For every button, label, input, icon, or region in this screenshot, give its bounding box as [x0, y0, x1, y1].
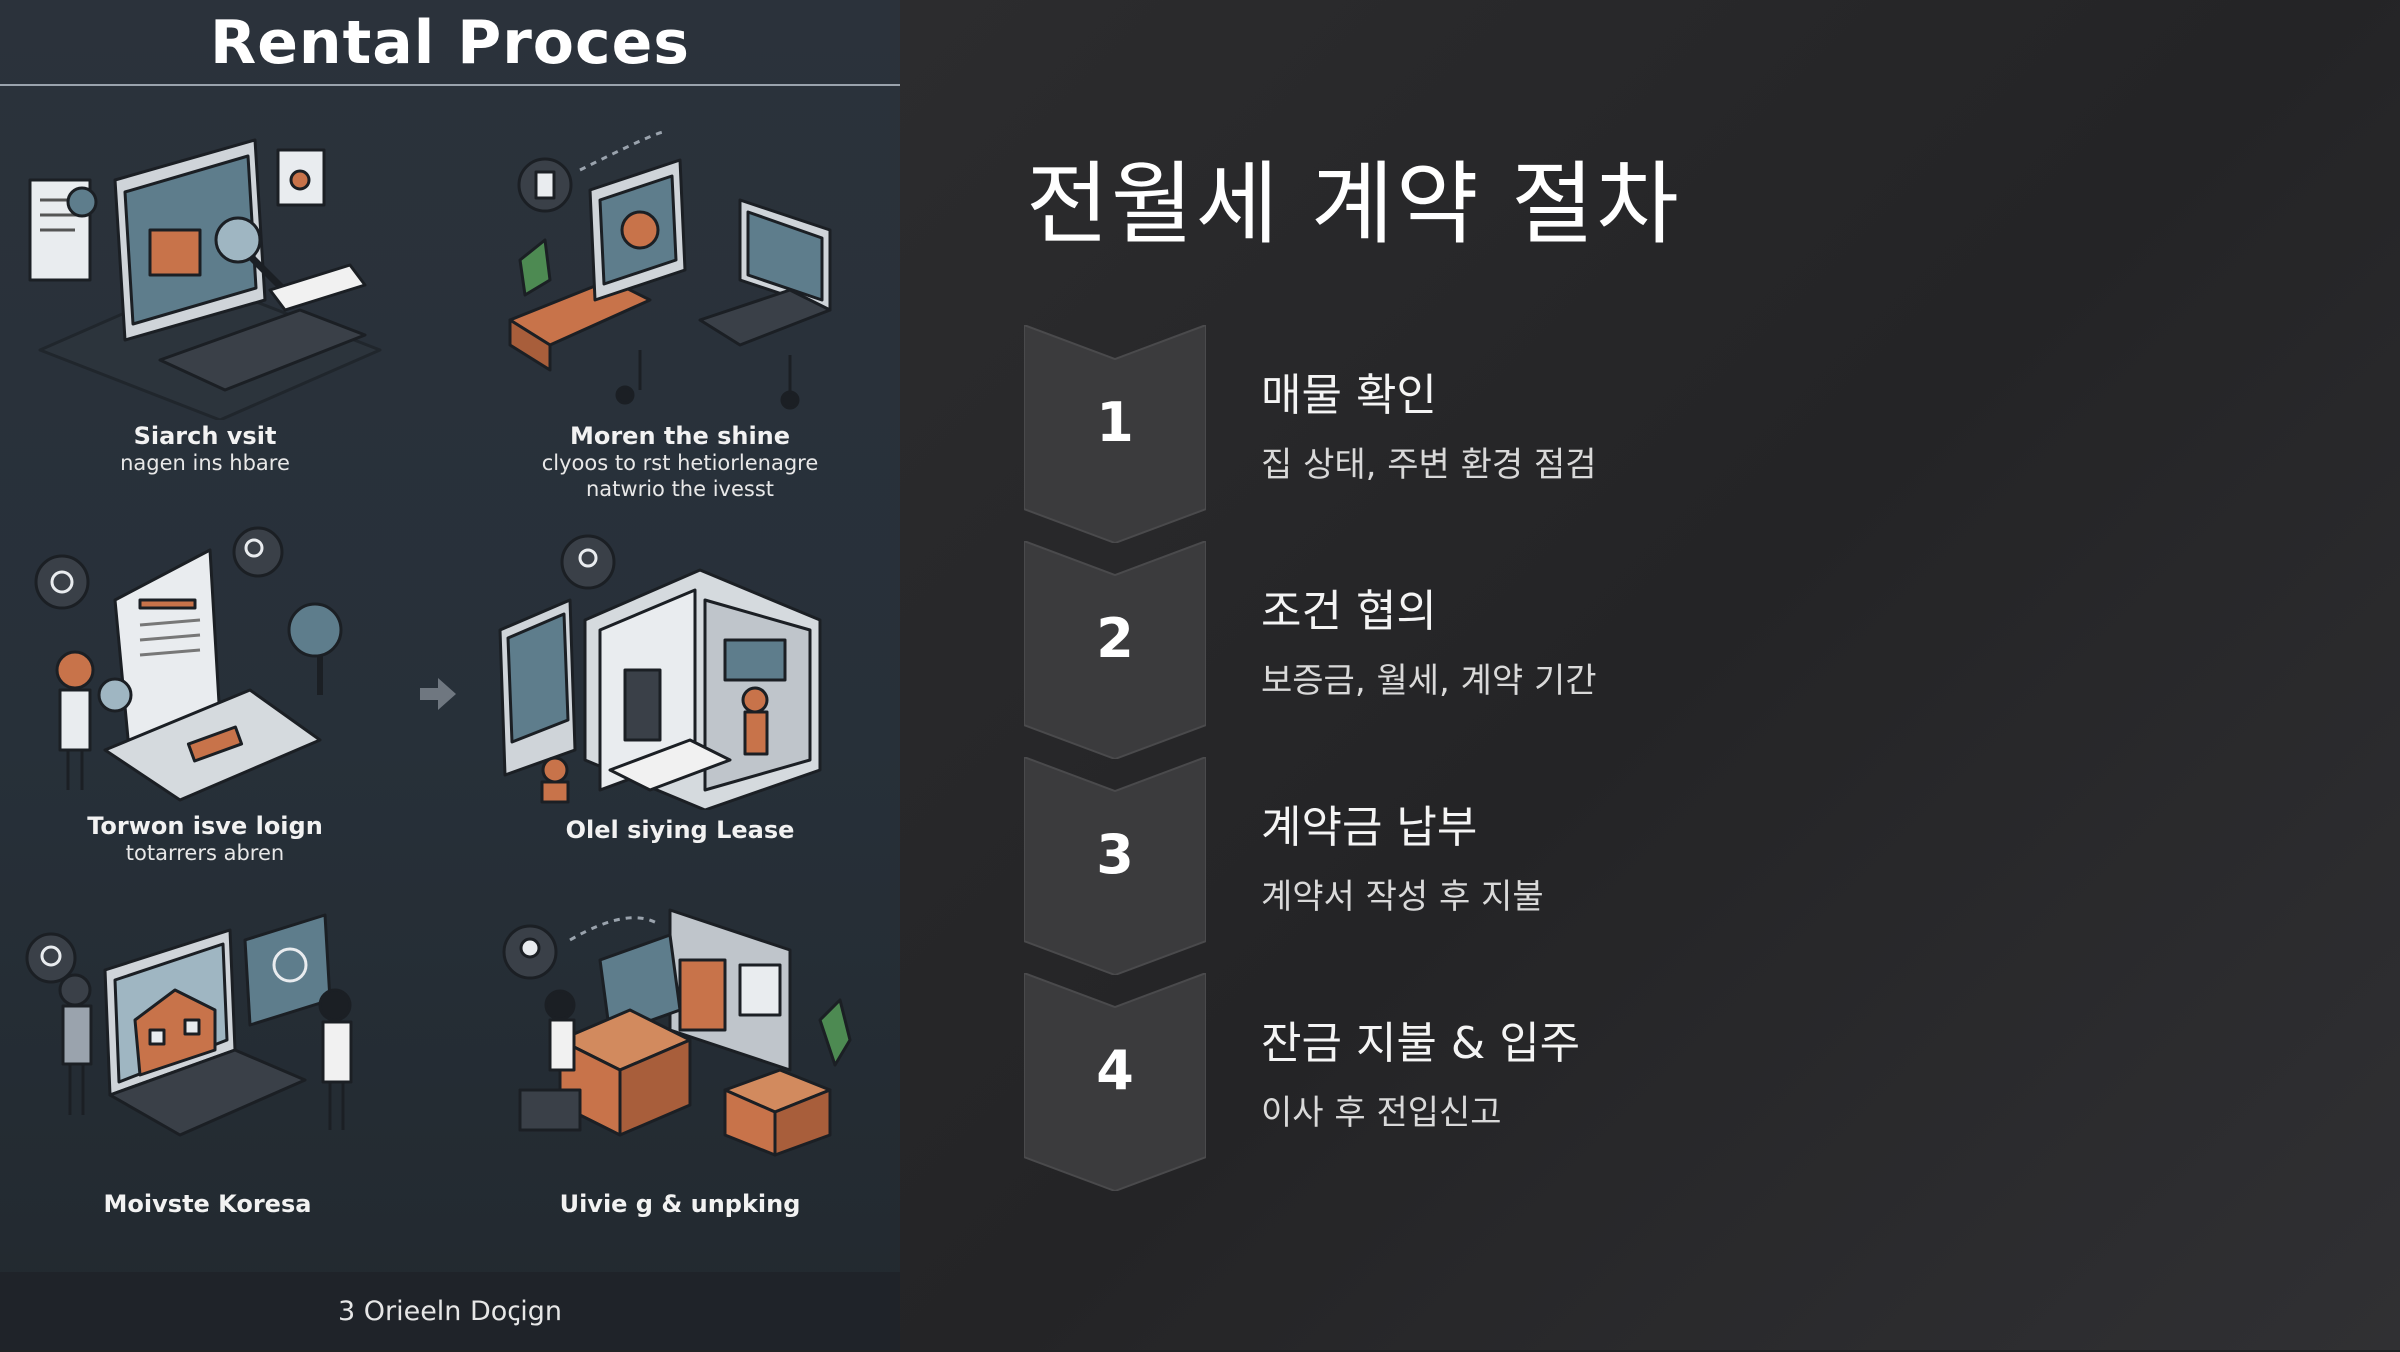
- scene-2-caption: Moren the shine clyoos to rst hetiorlena…: [500, 422, 860, 502]
- scene-3-title: Torwon isve loign: [87, 812, 323, 840]
- step-4-description: 이사 후 전입신고: [1261, 1093, 1502, 1133]
- scene-2-title: Moren the shine: [569, 422, 791, 450]
- infographic-panel: Rental Proces Siarch vsit nagen ins hbar…: [0, 0, 900, 1350]
- scene-1-subtitle: nagen ins hbare: [120, 451, 290, 475]
- house-viewing-illustration: [25, 913, 353, 1137]
- step-1-chevron: [1024, 325, 1206, 543]
- step-1-description: 집 상태, 주변 환경 점검: [1261, 445, 1597, 485]
- step-3: 3 계약금 납부 계약서 작성 후 지불: [1024, 757, 1924, 977]
- scene-4-caption: Olel siying Lease: [500, 816, 860, 844]
- scene-2-subtitle-line1: clyoos to rst hetiorlenagre: [541, 451, 819, 475]
- step-3-title: 계약금 납부: [1261, 802, 1478, 853]
- scene-1-title: Siarch vsit: [133, 422, 277, 450]
- step-2: 2 조건 협의 보증금, 월세, 계약 기간: [1024, 541, 1924, 761]
- search-computer-illustration: [28, 138, 382, 420]
- right-arrow-icon: [420, 678, 456, 710]
- step-1: 1 매물 확인 집 상태, 주변 환경 점검: [1024, 325, 1924, 545]
- scene-1-caption: Siarch vsit nagen ins hbare: [40, 422, 370, 476]
- scene-2-subtitle-line2: natwrio the ivesst: [585, 477, 774, 501]
- step-3-chevron: [1024, 757, 1206, 975]
- step-1-number: 1: [1096, 391, 1134, 454]
- step-4-chevron: [1024, 973, 1206, 1191]
- step-4-number: 4: [1096, 1039, 1134, 1102]
- step-4-title: 잔금 지불 & 입주: [1261, 1018, 1581, 1069]
- step-2-description: 보증금, 월세, 계약 기간: [1261, 661, 1597, 701]
- scene-3-subtitle: totarrers abren: [125, 841, 285, 865]
- infographic-title: Rental Proces: [0, 0, 900, 86]
- step-2-chevron: [1024, 541, 1206, 759]
- scene-6-title: Uivie g & unpking: [559, 1190, 801, 1218]
- step-2-title: 조건 협의: [1261, 586, 1437, 637]
- infographic-footer: 3 Orieeln Doꞔign: [0, 1272, 900, 1350]
- scene-5-title: Moivste Koresa: [103, 1190, 312, 1218]
- moving-boxes-illustration: [502, 908, 852, 1157]
- scene-6-caption: Uivie g & unpking: [500, 1190, 860, 1218]
- lease-signing-illustration: [498, 534, 822, 810]
- step-3-number: 3: [1096, 823, 1134, 886]
- office-desk-illustration: [508, 130, 832, 410]
- steps-panel: 전월세 계약 절차 1 매물 확인 집 상태, 주변 환경 점검 2 조건 협의…: [900, 0, 2400, 1350]
- scene-3-caption: Torwon isve loign totarrers abren: [40, 812, 370, 866]
- scene-5-caption: Moivste Koresa: [40, 1190, 375, 1218]
- document-review-illustration: [34, 526, 343, 802]
- page-title: 전월세 계약 절차: [1026, 152, 1681, 257]
- step-4: 4 잔금 지불 & 입주 이사 후 전입신고: [1024, 973, 1924, 1193]
- step-3-description: 계약서 작성 후 지불: [1261, 877, 1544, 917]
- step-1-title: 매물 확인: [1261, 370, 1437, 421]
- scene-4-title: Olel siying Lease: [565, 816, 795, 844]
- step-2-number: 2: [1096, 607, 1134, 670]
